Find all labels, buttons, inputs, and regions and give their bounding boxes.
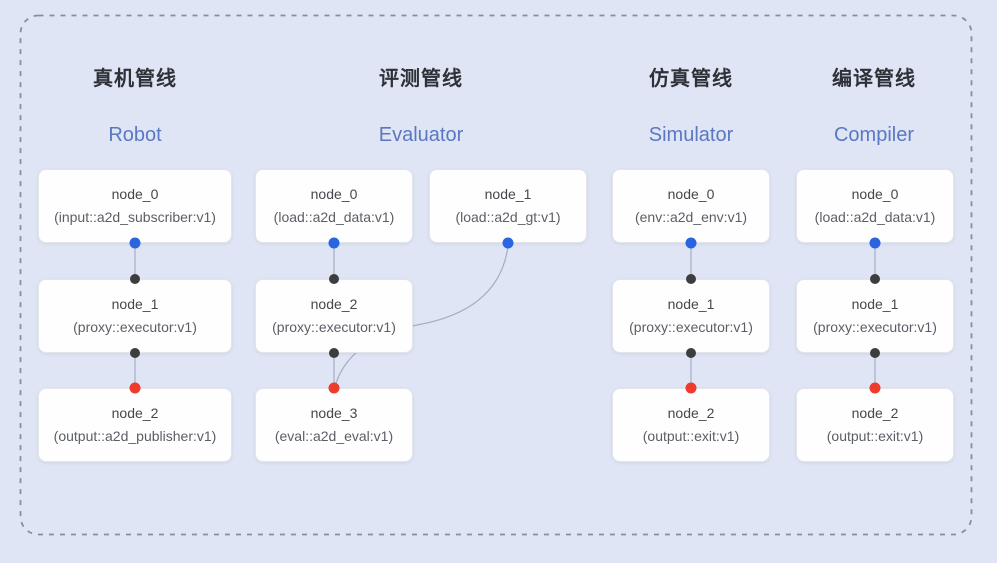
pipeline-title-zh-compiler: 编译管线 — [832, 68, 916, 90]
node-robot-node0: node_0 (input::a2d_subscriber:v1) — [38, 169, 232, 243]
node-name: node_0 — [111, 186, 159, 202]
pipeline-title-en-compiler: Compiler — [833, 124, 915, 146]
node-sim-node2: node_2 (output::exit:v1) — [612, 388, 770, 462]
node-type: (proxy::executor:v1) — [813, 319, 937, 335]
node-name: node_2 — [667, 405, 715, 421]
node-type: (load::a2d_data:v1) — [273, 209, 395, 225]
node-name: node_3 — [310, 405, 358, 421]
node-robot-node1: node_1 (proxy::executor:v1) — [38, 279, 232, 353]
pipeline-title-en-simulator: Simulator — [648, 124, 734, 146]
node-type: (output::exit:v1) — [826, 428, 924, 444]
pipeline-title-en-robot: Robot — [108, 124, 162, 146]
pipeline-title-en-evaluator: Evaluator — [378, 124, 464, 146]
node-sim-node0: node_0 (env::a2d_env:v1) — [612, 169, 770, 243]
node-type: (proxy::executor:v1) — [73, 319, 197, 335]
node-name: node_2 — [851, 405, 899, 421]
pipeline-title-zh-evaluator: 评测管线 — [379, 68, 463, 90]
node-eval-node3: node_3 (eval::a2d_eval:v1) — [255, 388, 413, 462]
node-name: node_1 — [484, 186, 532, 202]
node-name: node_1 — [667, 296, 715, 312]
node-eval-node2: node_2 (proxy::executor:v1) — [255, 279, 413, 353]
node-type: (proxy::executor:v1) — [629, 319, 753, 335]
node-comp-node1: node_1 (proxy::executor:v1) — [796, 279, 954, 353]
node-type: (output::exit:v1) — [642, 428, 740, 444]
node-comp-node0: node_0 (load::a2d_data:v1) — [796, 169, 954, 243]
node-type: (eval::a2d_eval:v1) — [274, 428, 394, 444]
node-name: node_2 — [111, 405, 159, 421]
node-name: node_0 — [851, 186, 899, 202]
node-type: (load::a2d_gt:v1) — [455, 209, 561, 225]
node-type: (proxy::executor:v1) — [272, 319, 396, 335]
pipeline-title-zh-simulator: 仿真管线 — [649, 68, 733, 90]
node-comp-node2: node_2 (output::exit:v1) — [796, 388, 954, 462]
node-name: node_2 — [310, 296, 358, 312]
node-type: (load::a2d_data:v1) — [814, 209, 936, 225]
node-name: node_0 — [667, 186, 715, 202]
node-sim-node1: node_1 (proxy::executor:v1) — [612, 279, 770, 353]
node-robot-node2: node_2 (output::a2d_publisher:v1) — [38, 388, 232, 462]
node-type: (output::a2d_publisher:v1) — [53, 428, 217, 444]
node-name: node_1 — [851, 296, 899, 312]
node-eval-node0: node_0 (load::a2d_data:v1) — [255, 169, 413, 243]
node-name: node_1 — [111, 296, 159, 312]
node-type: (input::a2d_subscriber:v1) — [54, 209, 216, 225]
node-type: (env::a2d_env:v1) — [634, 209, 748, 225]
pipeline-title-zh-robot: 真机管线 — [93, 68, 177, 90]
node-eval-node1: node_1 (load::a2d_gt:v1) — [429, 169, 587, 243]
node-name: node_0 — [310, 186, 358, 202]
